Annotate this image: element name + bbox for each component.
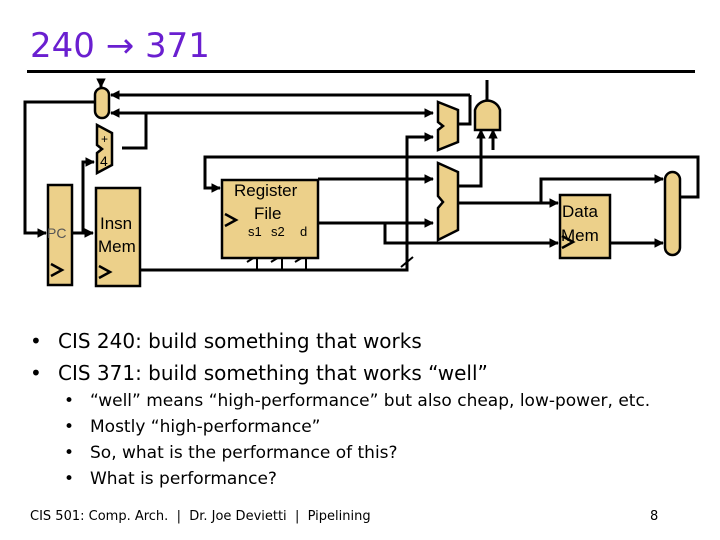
reg-port-s2: s2 [271,224,285,239]
bullet-icon: • [30,329,42,353]
sub-bullet-item: Mostly “high-performance” [90,417,321,437]
sub-bullet-icon: • [64,469,75,489]
register-file-label-2: File [254,204,281,223]
wire-store-data [383,223,559,248]
clock-icon [224,212,239,228]
data-mem-label-2: Mem [561,226,599,245]
data-mem-label-1: Data [562,202,598,221]
adder-four-label: 4 [100,153,108,169]
wire-insn [140,132,434,272]
slide-title: 240 → 371 [30,26,210,66]
and-gate [473,99,502,132]
wire-next-pc [23,100,97,238]
clock-icon [561,234,576,250]
reg-port-s1: s1 [248,224,262,239]
datapath-diagram: + 4 PC Insn Mem Register File s1 s2 d Da… [23,78,700,288]
bullet-item: CIS 240: build something that works [58,329,422,353]
sub-bullet-item: So, what is the performance of this? [90,443,398,463]
bullet-item: CIS 371: build something that works “wel… [58,361,488,385]
data-mem-block [558,193,612,260]
reg-port-d: d [300,224,307,239]
sub-bullet-item: What is performance? [90,469,277,489]
sub-bullet-icon: • [64,417,75,437]
pc-label: PC [47,225,66,241]
wires [23,78,700,272]
alu [436,161,460,243]
writeback-mux [663,170,682,257]
wire-pc-to-adder [81,157,95,233]
register-file-label-1: Register [234,181,298,200]
bullet-icon: • [30,361,42,385]
sub-bullet-icon: • [64,391,75,411]
sub-bullet-icon: • [64,443,75,463]
clock-icon [98,264,113,280]
clock-icons [50,212,576,280]
clock-icon [50,262,65,278]
wire-branch-target [459,95,472,126]
page-number: 8 [650,509,659,524]
footer: CIS 501: Comp. Arch. | Dr. Joe Devietti … [30,509,371,524]
branch-mux [436,100,460,152]
wire-adder-out [122,113,148,150]
insn-mem-label-1: Insn [100,214,132,233]
wire-writeback [203,155,700,199]
adder [95,122,114,176]
insn-mem-label-2: Mem [98,237,136,256]
wire-alu-bypass [539,174,664,203]
wire-zero [458,129,486,188]
top-mux [93,86,111,120]
title-divider [27,70,695,73]
adder-plus-label: + [101,132,108,146]
register-file-block [220,178,320,260]
sub-bullet-item: “well” means “high-performance” but also… [90,391,651,411]
